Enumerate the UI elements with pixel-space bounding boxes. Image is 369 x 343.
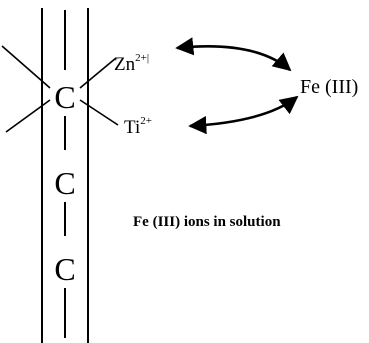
zinc-charge: 2+| xyxy=(135,52,149,64)
zinc-symbol: Zn xyxy=(114,54,136,75)
titanium-symbol: Ti xyxy=(124,117,140,138)
bond-right-up xyxy=(79,57,117,89)
bond-right-down xyxy=(79,99,119,126)
zinc-exchange-arrow xyxy=(175,37,292,72)
polymer-backbone xyxy=(41,8,89,343)
side-bonds xyxy=(1,45,119,133)
iron-iii-label: Fe (III) xyxy=(300,76,358,98)
bond-left-up xyxy=(1,45,51,89)
titanium-charge: 2+ xyxy=(140,115,152,127)
carbon-atom-1: C xyxy=(54,79,75,115)
zinc-ion-label: Zn2+| xyxy=(114,52,149,75)
titanium-ion-label: Ti2+ xyxy=(124,115,152,138)
carbon-atom-2: C xyxy=(54,165,75,201)
bond-left-down xyxy=(5,99,51,133)
solution-caption: Fe (III) ions in solution xyxy=(133,214,281,230)
carbon-atom-3: C xyxy=(54,251,75,287)
titanium-exchange-arrow xyxy=(188,95,299,135)
